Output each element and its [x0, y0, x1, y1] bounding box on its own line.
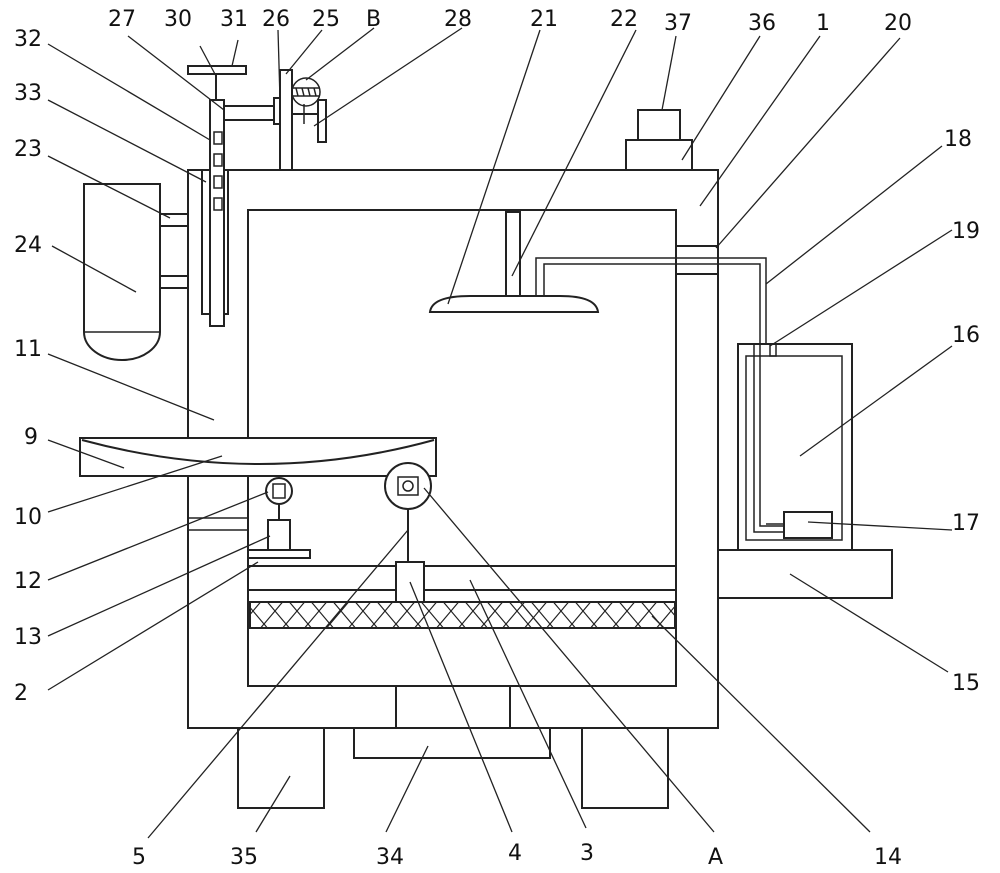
tray-curve-10: [81, 439, 435, 465]
arm-27: [223, 105, 277, 121]
label-5: 5: [132, 845, 146, 870]
controller-37: [637, 109, 681, 141]
label-37: 37: [664, 11, 692, 36]
support-22: [505, 211, 521, 297]
label-33: 33: [14, 81, 42, 106]
label-26: 26: [262, 7, 290, 32]
label-13: 13: [14, 625, 42, 650]
label-3: 3: [580, 841, 594, 866]
label-16: 16: [952, 323, 980, 348]
roller-A: [384, 462, 432, 510]
bracket-23-top: [159, 213, 189, 227]
label-12: 12: [14, 569, 42, 594]
label-18: 18: [944, 127, 972, 152]
block-13: [267, 519, 291, 551]
handle-31: [187, 65, 247, 75]
drawer-34: [353, 728, 551, 759]
coupling-20: [675, 245, 719, 275]
bracket-23-bottom: [159, 275, 189, 289]
filter-mesh: [249, 601, 676, 629]
label-19: 19: [952, 219, 980, 244]
spray-head-21: [428, 295, 600, 313]
label-22: 22: [610, 7, 638, 32]
foot-right: [581, 727, 669, 809]
platform-15: [717, 549, 893, 599]
post-25: [279, 69, 293, 171]
leader-lines: [47, 27, 953, 839]
label-23: 23: [14, 137, 42, 162]
label-28: 28: [444, 7, 472, 32]
label-20: 20: [884, 11, 912, 36]
label-9: 9: [24, 425, 38, 450]
pump-17: [783, 511, 833, 539]
base-plate-13: [247, 549, 311, 559]
label-10: 10: [14, 505, 42, 530]
label-11: 11: [14, 337, 42, 362]
label-30: 30: [164, 7, 192, 32]
label-32: 32: [14, 27, 42, 52]
label-14: 14: [874, 845, 902, 870]
label-35: 35: [230, 845, 258, 870]
label-15: 15: [952, 671, 980, 696]
label-2: 2: [14, 681, 28, 706]
tank-16-inner: [745, 355, 843, 541]
label-4: 4: [508, 841, 522, 866]
motor-24: [83, 183, 161, 361]
label-21: 21: [530, 7, 558, 32]
roller-12: [265, 477, 293, 505]
detail-B: [291, 77, 321, 107]
tray-9: [79, 437, 437, 477]
label-34: 34: [376, 845, 404, 870]
label-31: 31: [220, 7, 248, 32]
foot-left: [237, 727, 325, 809]
label-25: 25: [312, 7, 340, 32]
controller-36: [625, 139, 693, 171]
part-labels: 32 33 23 24 11 9 10 12 13 2 5 35 34 4 3 …: [14, 7, 980, 870]
label-36: 36: [748, 11, 776, 36]
label-17: 17: [952, 511, 980, 536]
label-1: 1: [816, 11, 830, 36]
label-A: A: [708, 845, 723, 870]
label-27: 27: [108, 7, 136, 32]
label-B: B: [366, 7, 381, 32]
label-24: 24: [14, 233, 42, 258]
